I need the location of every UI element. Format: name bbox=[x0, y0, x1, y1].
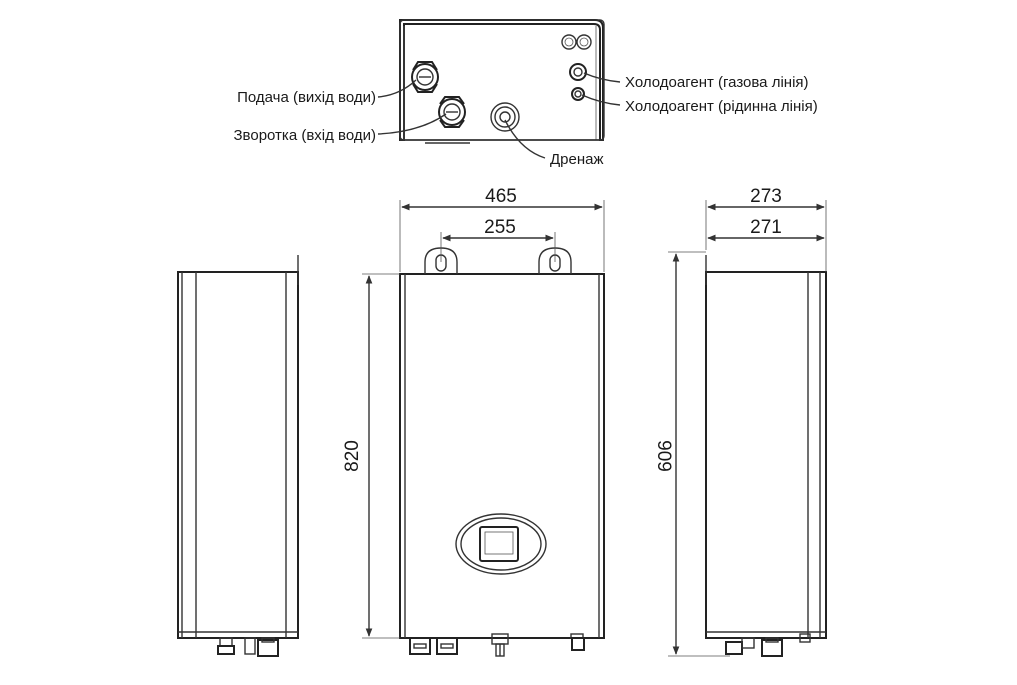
dim-255: 255 bbox=[484, 217, 516, 238]
control-panel bbox=[455, 513, 547, 575]
label-drain: Дренаж bbox=[550, 151, 604, 168]
liquid-line-fitting bbox=[571, 87, 585, 101]
label-return: Зворотка (вхід води) bbox=[234, 127, 377, 144]
front-view bbox=[399, 247, 605, 657]
dimension-mount-spacing: 255 bbox=[440, 217, 556, 262]
return-fitting bbox=[438, 96, 466, 128]
top-view-outline bbox=[399, 19, 604, 141]
label-supply: Подача (вихід води) bbox=[237, 89, 376, 106]
label-gas-line: Холодоагент (газова лінія) bbox=[625, 74, 809, 91]
gas-line-fitting bbox=[569, 63, 587, 81]
dimension-front-height: 820 bbox=[342, 273, 400, 639]
left-side-view bbox=[177, 255, 299, 657]
top-view: Подача (вихід води) Зворотка (вхід води)… bbox=[234, 19, 818, 168]
dimension-side-depth-outer: 273 bbox=[705, 186, 827, 272]
dim-820: 820 bbox=[342, 440, 363, 472]
dim-271: 271 bbox=[750, 217, 782, 238]
supply-fitting bbox=[411, 61, 439, 93]
right-side-view bbox=[705, 255, 827, 657]
dimension-side-depth-inner: 271 bbox=[707, 217, 825, 242]
dim-465: 465 bbox=[485, 186, 517, 207]
dimension-front-width: 465 bbox=[399, 186, 605, 272]
dim-909: 909 bbox=[653, 440, 674, 472]
dim-273: 273 bbox=[750, 186, 782, 207]
display-screen bbox=[479, 526, 519, 562]
dimension-side-height: 909 bbox=[653, 251, 730, 657]
drain-fitting bbox=[490, 102, 520, 132]
label-liquid-line: Холодоагент (рідинна лінія) bbox=[625, 98, 818, 115]
